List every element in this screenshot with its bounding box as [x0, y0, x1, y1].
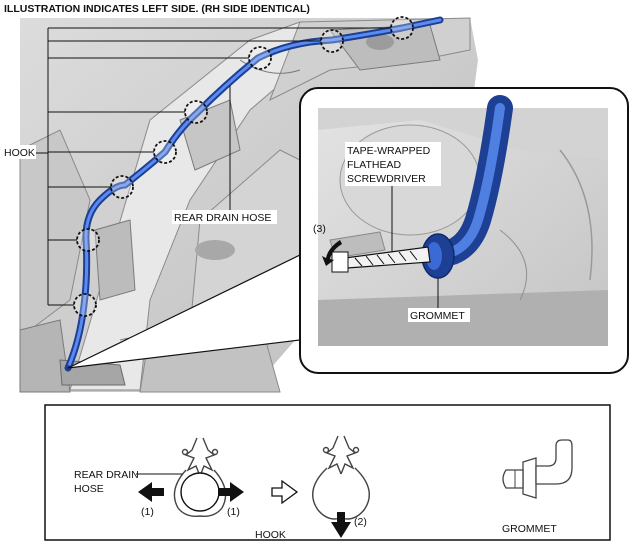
hook-closed-figure — [173, 437, 227, 518]
rear-drain-hose-label-bg — [172, 210, 277, 224]
step3-label: (3) — [313, 223, 326, 235]
tape-label-bg — [345, 142, 441, 186]
panel-hook-label: HOOK — [255, 529, 286, 541]
panel-grommet-label: GROMMET — [502, 523, 557, 535]
inset-hose-highlight — [447, 103, 505, 257]
hook-leader-lines — [36, 27, 391, 306]
hook-marker-3 — [248, 46, 272, 70]
hook-marker-7 — [76, 228, 100, 252]
hook-marker-2 — [320, 29, 344, 53]
hook-marker-4 — [184, 100, 208, 124]
hose-highlight — [66, 18, 442, 370]
hook-open-figure — [312, 435, 370, 520]
hook-marker-5 — [153, 140, 177, 164]
tape-label-line3: SCREWDRIVER — [347, 173, 426, 185]
grommet-label-bg — [408, 308, 470, 322]
arrow-left — [138, 482, 164, 502]
hook-label-bg — [2, 145, 36, 159]
grommet-figure — [502, 439, 573, 499]
grommet-label: GROMMET — [410, 310, 465, 322]
grommet-inner — [426, 242, 442, 270]
illustration-title: ILLUSTRATION INDICATES LEFT SIDE. (RH SI… — [4, 3, 310, 15]
step1-right-label: (1) — [227, 506, 240, 518]
hook-marker-1 — [390, 16, 414, 40]
step2-label: (2) — [354, 516, 367, 528]
sequence-arrow — [271, 479, 299, 505]
step3-arrow — [322, 240, 342, 266]
rear-drain-hose-label: REAR DRAIN HOSE — [174, 212, 271, 224]
hose-cross-section — [180, 472, 220, 512]
step1-left-label: (1) — [141, 506, 154, 518]
arrow-down — [331, 512, 351, 538]
panel-hose-label-line1: REAR DRAIN — [74, 469, 139, 481]
screwdriver — [331, 246, 431, 273]
tape-label-line1: TAPE-WRAPPED — [347, 145, 431, 157]
panel-hose-label-line2: HOSE — [74, 483, 104, 495]
hook-label: HOOK — [4, 147, 35, 159]
hook-marker-8 — [73, 293, 97, 317]
arrow-right — [218, 482, 244, 502]
tape-label-line2: FLATHEAD — [347, 159, 401, 171]
hook-marker-6 — [110, 175, 134, 199]
